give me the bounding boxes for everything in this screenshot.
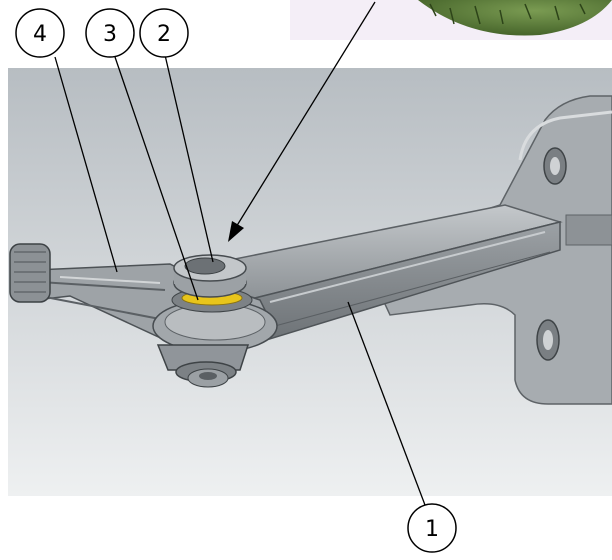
leader-line-pointer	[232, 1, 376, 233]
leader-lines	[54, 1, 426, 506]
pivot-bolt-part-2	[173, 254, 247, 298]
callout-label-4: 4	[33, 22, 47, 47]
callout-label-2: 2	[157, 22, 171, 47]
leader-line-3	[114, 56, 199, 301]
nut	[156, 344, 250, 388]
arrowhead	[228, 221, 244, 242]
leader-line-2	[164, 54, 214, 263]
callout-label-1: 1	[425, 517, 439, 542]
callout-4: 4	[15, 8, 65, 58]
grass-inset	[290, 0, 612, 40]
callout-label-3: 3	[103, 22, 117, 47]
callout-2: 2	[139, 8, 189, 58]
callout-3: 3	[85, 8, 135, 58]
leader-line-4	[54, 56, 118, 273]
leader-line-1	[347, 301, 426, 506]
callout-1: 1	[407, 503, 457, 553]
